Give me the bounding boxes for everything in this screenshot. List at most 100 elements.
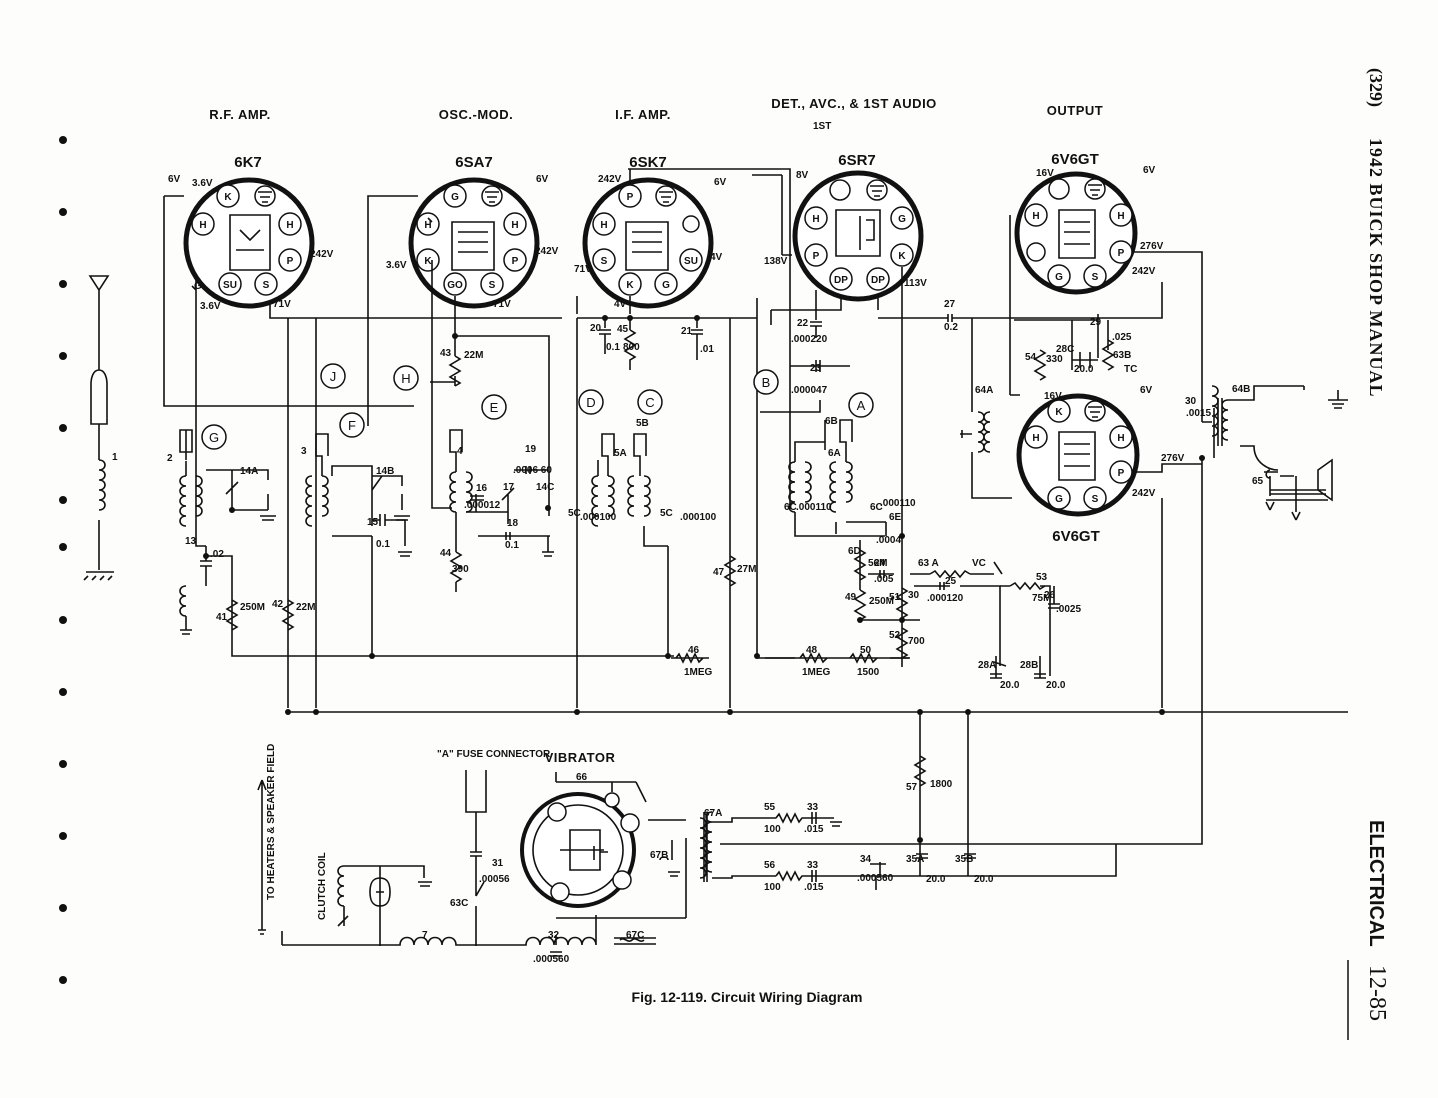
svg-text:0.1: 0.1 (376, 539, 390, 550)
svg-text:242V: 242V (310, 249, 334, 260)
svg-text:19: 19 (525, 444, 537, 455)
test-point-h (393, 365, 419, 391)
svg-text:2: 2 (167, 453, 173, 464)
svg-text:.005: .005 (874, 574, 894, 585)
svg-text:.0015: .0015 (1186, 408, 1211, 419)
svg-text:6E: 6E (889, 512, 902, 523)
svg-text:E: E (490, 400, 499, 415)
svg-text:800: 800 (623, 342, 640, 353)
svg-text:28C: 28C (1056, 344, 1074, 355)
svg-text:20.0: 20.0 (1000, 680, 1020, 691)
svg-text:67B: 67B (650, 850, 668, 861)
svg-text:K: K (424, 256, 432, 267)
svg-text:67A: 67A (704, 808, 722, 819)
svg-text:242V: 242V (1132, 266, 1156, 277)
svg-text:4V: 4V (614, 299, 627, 310)
svg-text:.0006 60: .0006 60 (513, 465, 552, 476)
svg-text:20.0: 20.0 (1046, 680, 1066, 691)
svg-text:66: 66 (576, 772, 588, 783)
svg-text:H: H (1032, 433, 1039, 444)
svg-text:.000012: .000012 (464, 500, 501, 511)
svg-text:44: 44 (440, 548, 452, 559)
svg-text:P: P (627, 192, 634, 203)
svg-text:C: C (645, 395, 654, 410)
svg-text:1MEG: 1MEG (802, 667, 831, 678)
svg-text:138V: 138V (764, 256, 788, 267)
svg-text:6SK7: 6SK7 (629, 154, 667, 171)
svg-text:48: 48 (806, 645, 818, 656)
svg-text:6D: 6D (848, 546, 861, 557)
svg-text:3.6V: 3.6V (192, 178, 213, 189)
svg-text:250M: 250M (869, 596, 894, 607)
svg-text:6C: 6C (870, 502, 883, 513)
svg-text:.000120: .000120 (927, 593, 964, 604)
svg-text:.00056: .00056 (479, 874, 510, 885)
svg-text:J: J (330, 369, 337, 384)
svg-text:3.6V: 3.6V (386, 260, 407, 271)
svg-text:.000560: .000560 (533, 954, 570, 965)
svg-text:1MEG: 1MEG (684, 667, 713, 678)
section-output: OUTPUT (1047, 103, 1103, 118)
svg-text:H: H (1117, 211, 1124, 222)
svg-text:27M: 27M (737, 564, 756, 575)
junction-dots (203, 315, 1205, 843)
svg-text:H: H (199, 220, 206, 231)
svg-text:5C: 5C (568, 508, 581, 519)
svg-text:G: G (1055, 494, 1063, 505)
svg-text:VC: VC (972, 558, 986, 569)
svg-text:50: 50 (860, 645, 872, 656)
svg-text:57: 57 (906, 782, 918, 793)
svg-text:6V: 6V (1143, 165, 1156, 176)
svg-text:.000047: .000047 (791, 385, 828, 396)
svg-text:45: 45 (617, 324, 629, 335)
svg-text:G: G (194, 281, 202, 292)
svg-text:6V: 6V (1140, 385, 1153, 396)
svg-text:P: P (287, 256, 294, 267)
svg-text:1800: 1800 (930, 779, 953, 790)
svg-text:75M: 75M (1032, 593, 1051, 604)
svg-text:6V: 6V (714, 177, 727, 188)
svg-text:6A: 6A (828, 448, 841, 459)
manual-title: 1942 BUICK SHOP MANUAL (1366, 138, 1386, 398)
svg-text:242V: 242V (1132, 488, 1156, 499)
svg-text:.0004: .0004 (876, 535, 901, 546)
svg-text:F: F (348, 418, 356, 433)
test-point-c (637, 389, 663, 415)
svg-text:242V: 242V (598, 174, 622, 185)
svg-text:.000100: .000100 (580, 512, 617, 523)
svg-text:30: 30 (1185, 396, 1197, 407)
svg-text:6SR7: 6SR7 (838, 152, 876, 169)
svg-text:S: S (489, 280, 496, 291)
svg-text:.000100: .000100 (680, 512, 717, 523)
svg-text:65: 65 (1252, 476, 1264, 487)
section-if-amp: I.F. AMP. (615, 107, 671, 122)
svg-text:.0025: .0025 (1056, 604, 1081, 615)
svg-text:100: 100 (764, 882, 781, 893)
svg-text:24: 24 (874, 558, 886, 569)
svg-text:.02: .02 (210, 549, 224, 560)
svg-text:D: D (586, 395, 595, 410)
svg-text:64B: 64B (1232, 384, 1250, 395)
svg-text:H: H (511, 220, 518, 231)
svg-text:52: 52 (889, 630, 901, 641)
svg-text:5C: 5C (660, 508, 673, 519)
svg-text:28A: 28A (978, 660, 996, 671)
svg-text:14A: 14A (240, 466, 258, 477)
svg-text:"A" FUSE CONNECTOR: "A" FUSE CONNECTOR (437, 749, 551, 760)
svg-text:276V: 276V (1140, 241, 1164, 252)
svg-text:47: 47 (713, 567, 725, 578)
tube-6v6gt-bottom: K H H P G S 6V6GT 16V 6V 276V 242V (1016, 385, 1185, 545)
svg-text:46: 46 (688, 645, 700, 656)
svg-text:51: 51 (889, 592, 901, 603)
svg-text:S: S (263, 280, 270, 291)
section-name: ELECTRICAL (1365, 820, 1387, 947)
svg-text:G: G (898, 214, 906, 225)
svg-text:63 A: 63 A (918, 558, 939, 569)
test-point-j (320, 363, 346, 389)
svg-text:5A: 5A (614, 448, 627, 459)
svg-text:41: 41 (216, 612, 228, 623)
test-point-a (848, 392, 874, 418)
svg-text:18: 18 (507, 518, 519, 529)
svg-text:53: 53 (1036, 572, 1048, 583)
